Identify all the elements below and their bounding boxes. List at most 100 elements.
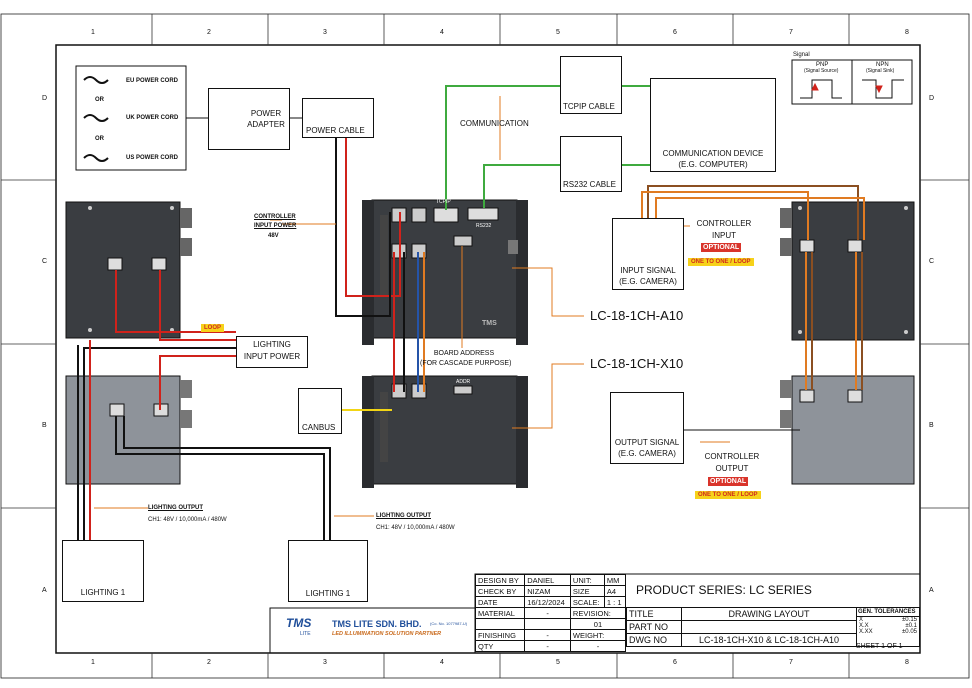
device-brand-a10: TMS (482, 320, 497, 327)
finishing-value: - (524, 629, 571, 641)
check-by-value: NIZAM (524, 585, 571, 597)
company-logo: TMS (286, 616, 312, 630)
pnp-label: PNP (816, 62, 829, 68)
zone-row-b: B (929, 422, 934, 429)
board-address-label: BOARD ADDRESS (433, 350, 495, 357)
tol-xxx-value: ±0.05 (902, 629, 917, 635)
lighting-output-mid-title: LIGHTING OUTPUT (376, 513, 431, 519)
model-x10-label: LC-18-1CH-X10 (590, 356, 684, 371)
date-value: 16/12/2024 (524, 596, 571, 608)
optional-tag: OPTIONAL (708, 477, 749, 486)
rs232-cable-label: RS232 CABLE (563, 180, 616, 189)
title-value: DRAWING LAYOUT (681, 607, 857, 621)
product-series: PRODUCT SERIES: LC SERIES (636, 583, 812, 597)
or-label: OR (95, 136, 104, 142)
lighting-output-mid-spec: CH1: 48V / 10,000mA / 480W (376, 525, 455, 531)
input-signal-sub-label: (E.G. CAMERA) (619, 277, 677, 286)
lighting-input-power-label: LIGHTING (253, 340, 291, 349)
weight-value: - (569, 640, 627, 652)
or-label: OR (95, 97, 104, 103)
lighting-mid-label: LIGHTING 1 (305, 589, 351, 598)
zone-ticks (1, 14, 969, 678)
addr-port-label: ADDR (456, 379, 471, 385)
leader-lines (94, 96, 730, 517)
zone-col-4: 4 (440, 29, 444, 36)
output-signal-box (610, 392, 684, 464)
controller-center-a10 (362, 199, 528, 345)
lighting-left-box (62, 540, 144, 602)
controller-right-a10 (780, 201, 915, 341)
zone-col-5: 5 (556, 659, 560, 666)
tcpip-port-label: TCPIP (436, 199, 451, 205)
controller-output-label-2: OUTPUT (715, 464, 749, 473)
zone-col-7: 7 (789, 29, 793, 36)
controller-input-label: CONTROLLER (696, 219, 752, 228)
qty-label: QTY (474, 640, 526, 652)
wires (77, 85, 865, 540)
zone-row-d: D (42, 95, 48, 102)
pnp-sub-label: (Signal Source) (804, 68, 839, 74)
check-by-label: CHECK BY (474, 585, 526, 597)
date-label: DATE (474, 596, 526, 608)
dwg-no-label: DWG NO (626, 633, 682, 647)
comm-device-sub-label: (E.G. COMPUTER) (678, 160, 748, 169)
comm-device-label: COMMUNICATION DEVICE (662, 149, 764, 158)
tol-x-value: ±0.15 (902, 617, 917, 623)
rs232-port-label: RS232 (476, 223, 492, 229)
zone-col-5: 5 (556, 29, 560, 36)
part-no-value (681, 620, 857, 634)
dwg-no-value: LC-18-1CH-X10 & LC-18-1CH-A10 (681, 633, 857, 647)
controller-left-a10 (65, 201, 192, 339)
design-by-value: DANIEL (524, 574, 571, 586)
zone-col-3: 3 (323, 659, 327, 666)
material-label: MATERIAL (474, 607, 526, 619)
zone-row-a: A (929, 587, 934, 594)
zone-row-d: D (929, 95, 935, 102)
npn-label: NPN (876, 62, 889, 68)
communication-label: COMMUNICATION (460, 119, 529, 128)
zone-row-c: C (42, 258, 48, 265)
zone-col-3: 3 (323, 29, 327, 36)
zone-col-2: 2 (207, 659, 211, 666)
zone-col-7: 7 (789, 659, 793, 666)
company-reg: (Co. No. 1077987-U) (430, 621, 468, 626)
zone-col-6: 6 (673, 659, 677, 666)
size-value: A4 (603, 585, 627, 597)
zone-row-b: B (42, 422, 47, 429)
uk-power-cord-label: UK POWER CORD (126, 115, 179, 121)
qty-value: - (524, 640, 571, 652)
zone-col-6: 6 (673, 29, 677, 36)
finishing-label: FINISHING (474, 629, 526, 641)
lighting-input-power-sub-label: INPUT POWER (243, 352, 301, 361)
rs232-cable-box (560, 136, 622, 192)
signal-legend-title: Signal (793, 52, 810, 58)
sheet-label: SHEET 1 OF 1 (856, 643, 903, 650)
power-cable-box (302, 98, 374, 138)
communication-device-box (650, 78, 776, 172)
input-signal-label: INPUT SIGNAL (620, 266, 676, 275)
signal-legend (791, 59, 913, 105)
tol-xxx: X.XX (859, 629, 873, 635)
optional-tag: OPTIONAL (701, 243, 742, 252)
company-logo-sub: LITE (300, 631, 311, 637)
tol-xx: X.X (859, 623, 869, 629)
weight-label: WEIGHT: (569, 629, 627, 641)
lighting-left-label: LIGHTING 1 (80, 588, 126, 597)
unit-value: MM (603, 574, 627, 586)
input-signal-box (612, 218, 684, 290)
revision-label: REVISION: (569, 607, 627, 619)
output-signal-sub-label: (E.G. CAMERA) (618, 449, 676, 458)
tcpip-cable-box (560, 56, 622, 114)
power-adapter-box (208, 88, 290, 150)
part-no-label: PART NO (626, 620, 682, 634)
controller-input-voltage: 48V (268, 233, 279, 239)
controller-right-x10 (780, 375, 915, 485)
power-cable-label: POWER CABLE (306, 126, 365, 135)
output-signal-label: OUTPUT SIGNAL (614, 438, 680, 447)
company-name: TMS LITE SDN. BHD. (332, 619, 422, 629)
gen-tolerances-cell: GEN. TOLERANCES X±0.15 X.X±0.1 X.XX±0.05 (856, 607, 920, 647)
zone-row-a: A (42, 587, 47, 594)
lighting-input-power-box (236, 336, 308, 368)
